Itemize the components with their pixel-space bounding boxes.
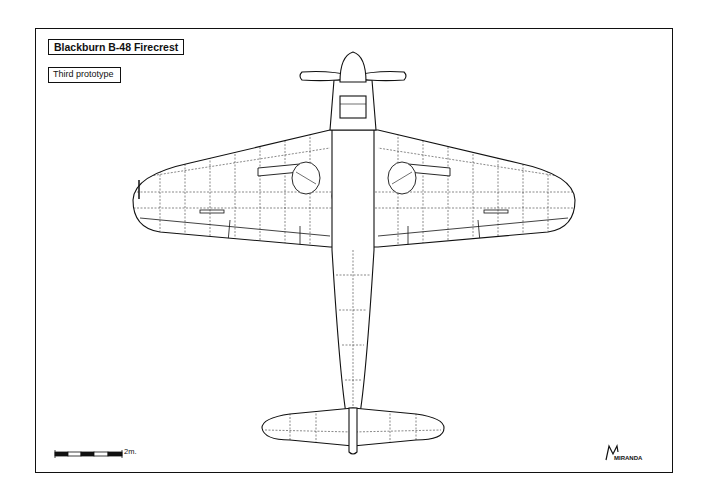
pitot-tube — [138, 180, 140, 199]
sheet-border — [36, 29, 673, 473]
fuselage-panel-lines — [336, 250, 370, 418]
logo-text: MIRANDA — [614, 455, 642, 462]
engine-cowling — [330, 80, 376, 130]
scale-label: 2m. — [124, 448, 137, 457]
rudder — [349, 408, 357, 454]
canopy — [340, 96, 366, 118]
spinner — [340, 52, 366, 82]
subtitle-box: Third prototype — [48, 67, 121, 83]
title-box: Blackburn B-48 Firecrest — [48, 39, 184, 55]
subtitle-text: Third prototype — [53, 69, 116, 80]
fuselage — [332, 130, 374, 420]
scale-bar — [55, 450, 122, 458]
airframe — [130, 52, 580, 454]
